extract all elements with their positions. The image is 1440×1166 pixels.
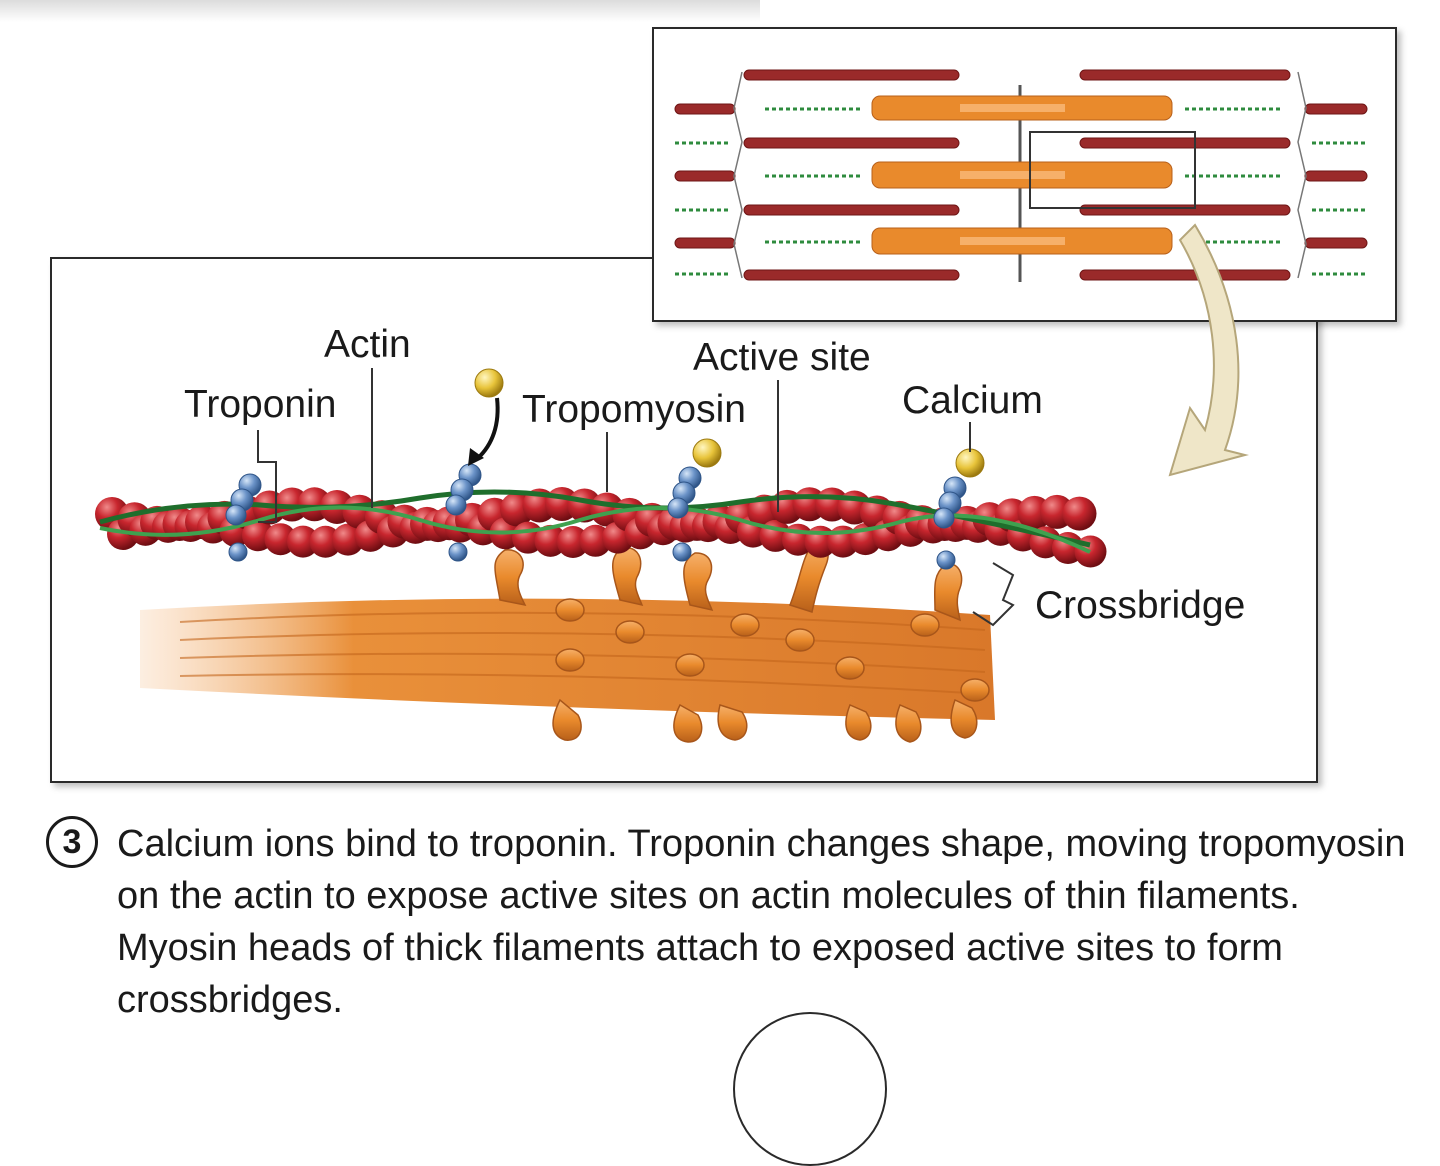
tropomyosin-label: Tropomyosin	[522, 388, 746, 431]
actin-bead	[1062, 496, 1097, 531]
troponin-complexes	[225, 463, 967, 570]
step-number-badge: 3	[46, 816, 98, 868]
next-step-badge-partial	[733, 1012, 887, 1166]
tropomyosin-strand-2	[99, 505, 1091, 554]
active-site-label: Active site	[693, 336, 871, 379]
calcium-ions	[474, 368, 985, 478]
troponin-label: Troponin	[184, 383, 337, 426]
myosin-heads	[494, 541, 990, 743]
step-description: Calcium ions bind to troponin. Troponin …	[117, 823, 1406, 1021]
diagram-canvas	[95, 69, 1368, 743]
tropomyosin-strand	[99, 489, 1091, 548]
thin-filament	[95, 487, 1107, 568]
actin-bead	[287, 525, 319, 558]
leader-lines	[257, 368, 1015, 627]
top-edge-shadow	[0, 0, 760, 22]
crossbridge-label: Crossbridge	[1035, 584, 1246, 627]
actin-label: Actin	[324, 323, 411, 366]
calcium-label: Calcium	[902, 379, 1043, 422]
sarcomere-overview	[674, 69, 1368, 282]
zoom-arrow	[1168, 223, 1249, 477]
calcium-binding-arrow	[468, 397, 500, 466]
actin-bead	[557, 525, 589, 558]
actin-bead	[534, 524, 567, 557]
